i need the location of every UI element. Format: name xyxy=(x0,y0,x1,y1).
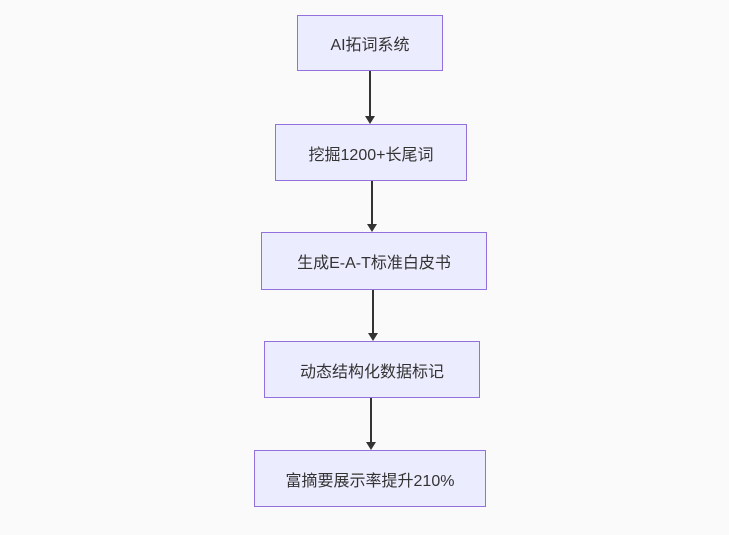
flow-node-rich-snippet-result: 富摘要展示率提升210% xyxy=(254,450,486,507)
flow-node-label: 富摘要展示率提升210% xyxy=(285,472,455,490)
flow-node-label: AI拓词系统 xyxy=(330,37,410,54)
flow-node-longtail-mining: 挖掘1200+长尾词 xyxy=(275,124,467,181)
edge-line xyxy=(370,398,372,442)
flow-node-label: 挖掘1200+长尾词 xyxy=(308,146,434,164)
edge-line xyxy=(369,71,371,116)
flow-edge-1 xyxy=(365,71,375,124)
flow-node-structured-data: 动态结构化数据标记 xyxy=(264,341,480,398)
arrowhead-down-icon xyxy=(366,442,376,450)
flow-edge-3 xyxy=(368,290,378,341)
arrowhead-down-icon xyxy=(367,224,377,232)
edge-line xyxy=(372,290,374,333)
arrowhead-down-icon xyxy=(365,116,375,124)
arrowhead-down-icon xyxy=(368,333,378,341)
flow-edge-2 xyxy=(367,181,377,232)
flow-edge-4 xyxy=(366,398,376,450)
edge-line xyxy=(371,181,373,224)
flow-node-label: 生成E-A-T标准白皮书 xyxy=(297,255,451,272)
flow-node-ai-expansion: AI拓词系统 xyxy=(297,15,443,71)
flow-node-label: 动态结构化数据标记 xyxy=(299,363,444,381)
flow-node-eat-whitepaper: 生成E-A-T标准白皮书 xyxy=(261,232,487,290)
